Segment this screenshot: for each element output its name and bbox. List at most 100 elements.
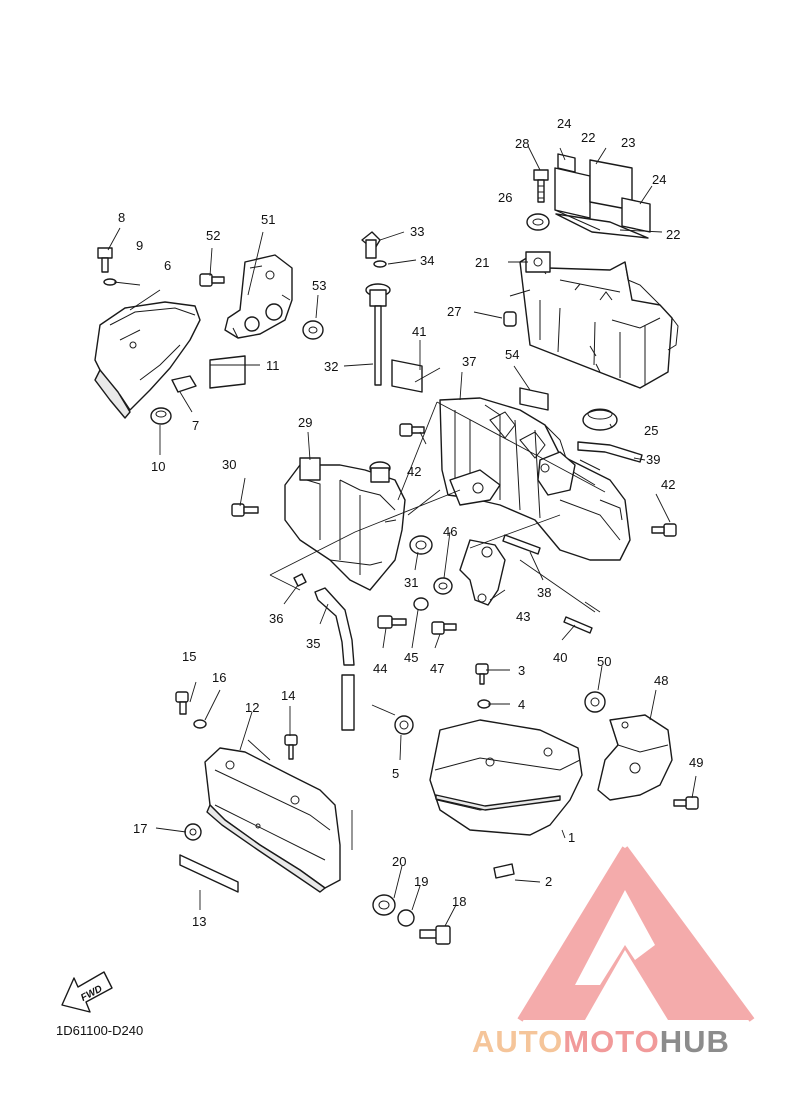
- bolt-28: [533, 169, 549, 203]
- watermark-text-moto: MOTO: [563, 1024, 659, 1059]
- callout-5: 5: [392, 766, 399, 781]
- grommet-10: [150, 407, 172, 425]
- grommet-53: [302, 320, 324, 340]
- cap-33: [361, 231, 381, 259]
- collar-19: [397, 909, 415, 927]
- callout-45: 45: [404, 650, 418, 665]
- callout-31: 31: [404, 575, 418, 590]
- callout-9: 9: [136, 238, 143, 253]
- callout-numbers: 1 2 3 4 5 6 7 8 9 10 11 12 13 14 15 16 1…: [118, 116, 703, 929]
- plate-54: [519, 387, 549, 411]
- reservoir-tank: [284, 457, 406, 591]
- callout-21: 21: [475, 255, 489, 270]
- battery-box: [509, 251, 679, 389]
- callout-17: 17: [133, 821, 147, 836]
- hose-32: [365, 283, 391, 386]
- damper-20: [372, 894, 396, 916]
- side-cover-12: [204, 747, 341, 893]
- callout-12: 12: [245, 700, 259, 715]
- callout-46: 46: [443, 524, 457, 539]
- screw-3: [475, 663, 489, 685]
- screw-14: [284, 734, 298, 760]
- collar-45: [413, 597, 429, 611]
- callout-3: 3: [518, 663, 525, 678]
- callout-28: 28: [515, 136, 529, 151]
- watermark-text-auto: AUTO: [472, 1024, 563, 1059]
- bolt-42-right: [651, 523, 677, 537]
- bolt-8: [97, 247, 113, 273]
- clamp-36: [293, 573, 307, 587]
- hose-35: [314, 587, 355, 666]
- grommet-17: [184, 823, 202, 841]
- callout-40: 40: [553, 650, 567, 665]
- callout-24-top: 24: [557, 116, 571, 131]
- callout-8: 8: [118, 210, 125, 225]
- watermark-text-hub: HUB: [660, 1024, 730, 1059]
- callout-4: 4: [518, 697, 525, 712]
- callout-24-right: 24: [652, 172, 666, 187]
- callout-20: 20: [392, 854, 406, 869]
- callout-13: 13: [192, 914, 206, 929]
- callout-38: 38: [537, 585, 551, 600]
- callout-1: 1: [568, 830, 575, 845]
- fwd-arrow-icon: [61, 971, 113, 1013]
- callout-19: 19: [414, 874, 428, 889]
- bolt-18: [419, 925, 451, 945]
- bolt-42-left: [399, 423, 425, 437]
- callout-42-left: 42: [407, 464, 421, 479]
- callout-10: 10: [151, 459, 165, 474]
- callout-6: 6: [164, 258, 171, 273]
- callout-22-right: 22: [666, 227, 680, 242]
- callout-53: 53: [312, 278, 326, 293]
- bolt-49: [673, 796, 699, 810]
- callout-11: 11: [266, 358, 280, 373]
- callout-16: 16: [212, 670, 226, 685]
- battery-pads: [554, 153, 651, 239]
- watermark-triangle-outline: [517, 846, 755, 1022]
- bolt-47: [431, 621, 457, 635]
- callout-51: 51: [261, 212, 275, 227]
- cover-48: [597, 714, 673, 801]
- callout-49: 49: [689, 755, 703, 770]
- callout-27: 27: [447, 304, 461, 319]
- callout-35: 35: [306, 636, 320, 651]
- callout-15: 15: [182, 649, 196, 664]
- grommet-5: [394, 715, 414, 735]
- diagram-code: 1D61100-D240: [56, 1023, 143, 1038]
- bracket-51: [224, 254, 293, 339]
- plate-41: [391, 359, 423, 393]
- damper-7: [171, 375, 197, 393]
- grommet-26: [526, 213, 550, 231]
- callout-30: 30: [222, 457, 236, 472]
- bolt-30: [231, 503, 259, 517]
- bolt-15: [175, 691, 189, 715]
- plate-38: [502, 534, 541, 555]
- callout-44: 44: [373, 661, 387, 676]
- holder-43: [459, 539, 506, 606]
- callout-29: 29: [298, 415, 312, 430]
- callout-14: 14: [281, 688, 295, 703]
- hose-lower: [341, 674, 355, 731]
- callout-47: 47: [430, 661, 444, 676]
- cover-6: [94, 301, 201, 419]
- collar-27: [503, 311, 517, 327]
- callout-18: 18: [452, 894, 466, 909]
- grommet-31: [409, 535, 433, 555]
- callout-37: 37: [462, 354, 476, 369]
- callout-23: 23: [621, 135, 635, 150]
- callout-26: 26: [498, 190, 512, 205]
- damper-46: [433, 577, 453, 595]
- damper-25: [582, 408, 618, 431]
- watermark-triangle-icon: [520, 848, 752, 1020]
- watermark-logo: [517, 846, 755, 1022]
- callout-42-right: 42: [661, 477, 675, 492]
- emblem-13: [179, 854, 239, 893]
- callout-2: 2: [545, 874, 552, 889]
- plate-11: [209, 355, 246, 389]
- side-cover-1: [429, 719, 583, 836]
- callout-36: 36: [269, 611, 283, 626]
- callout-54: 54: [505, 347, 519, 362]
- callout-39: 39: [646, 452, 660, 467]
- callout-48: 48: [654, 673, 668, 688]
